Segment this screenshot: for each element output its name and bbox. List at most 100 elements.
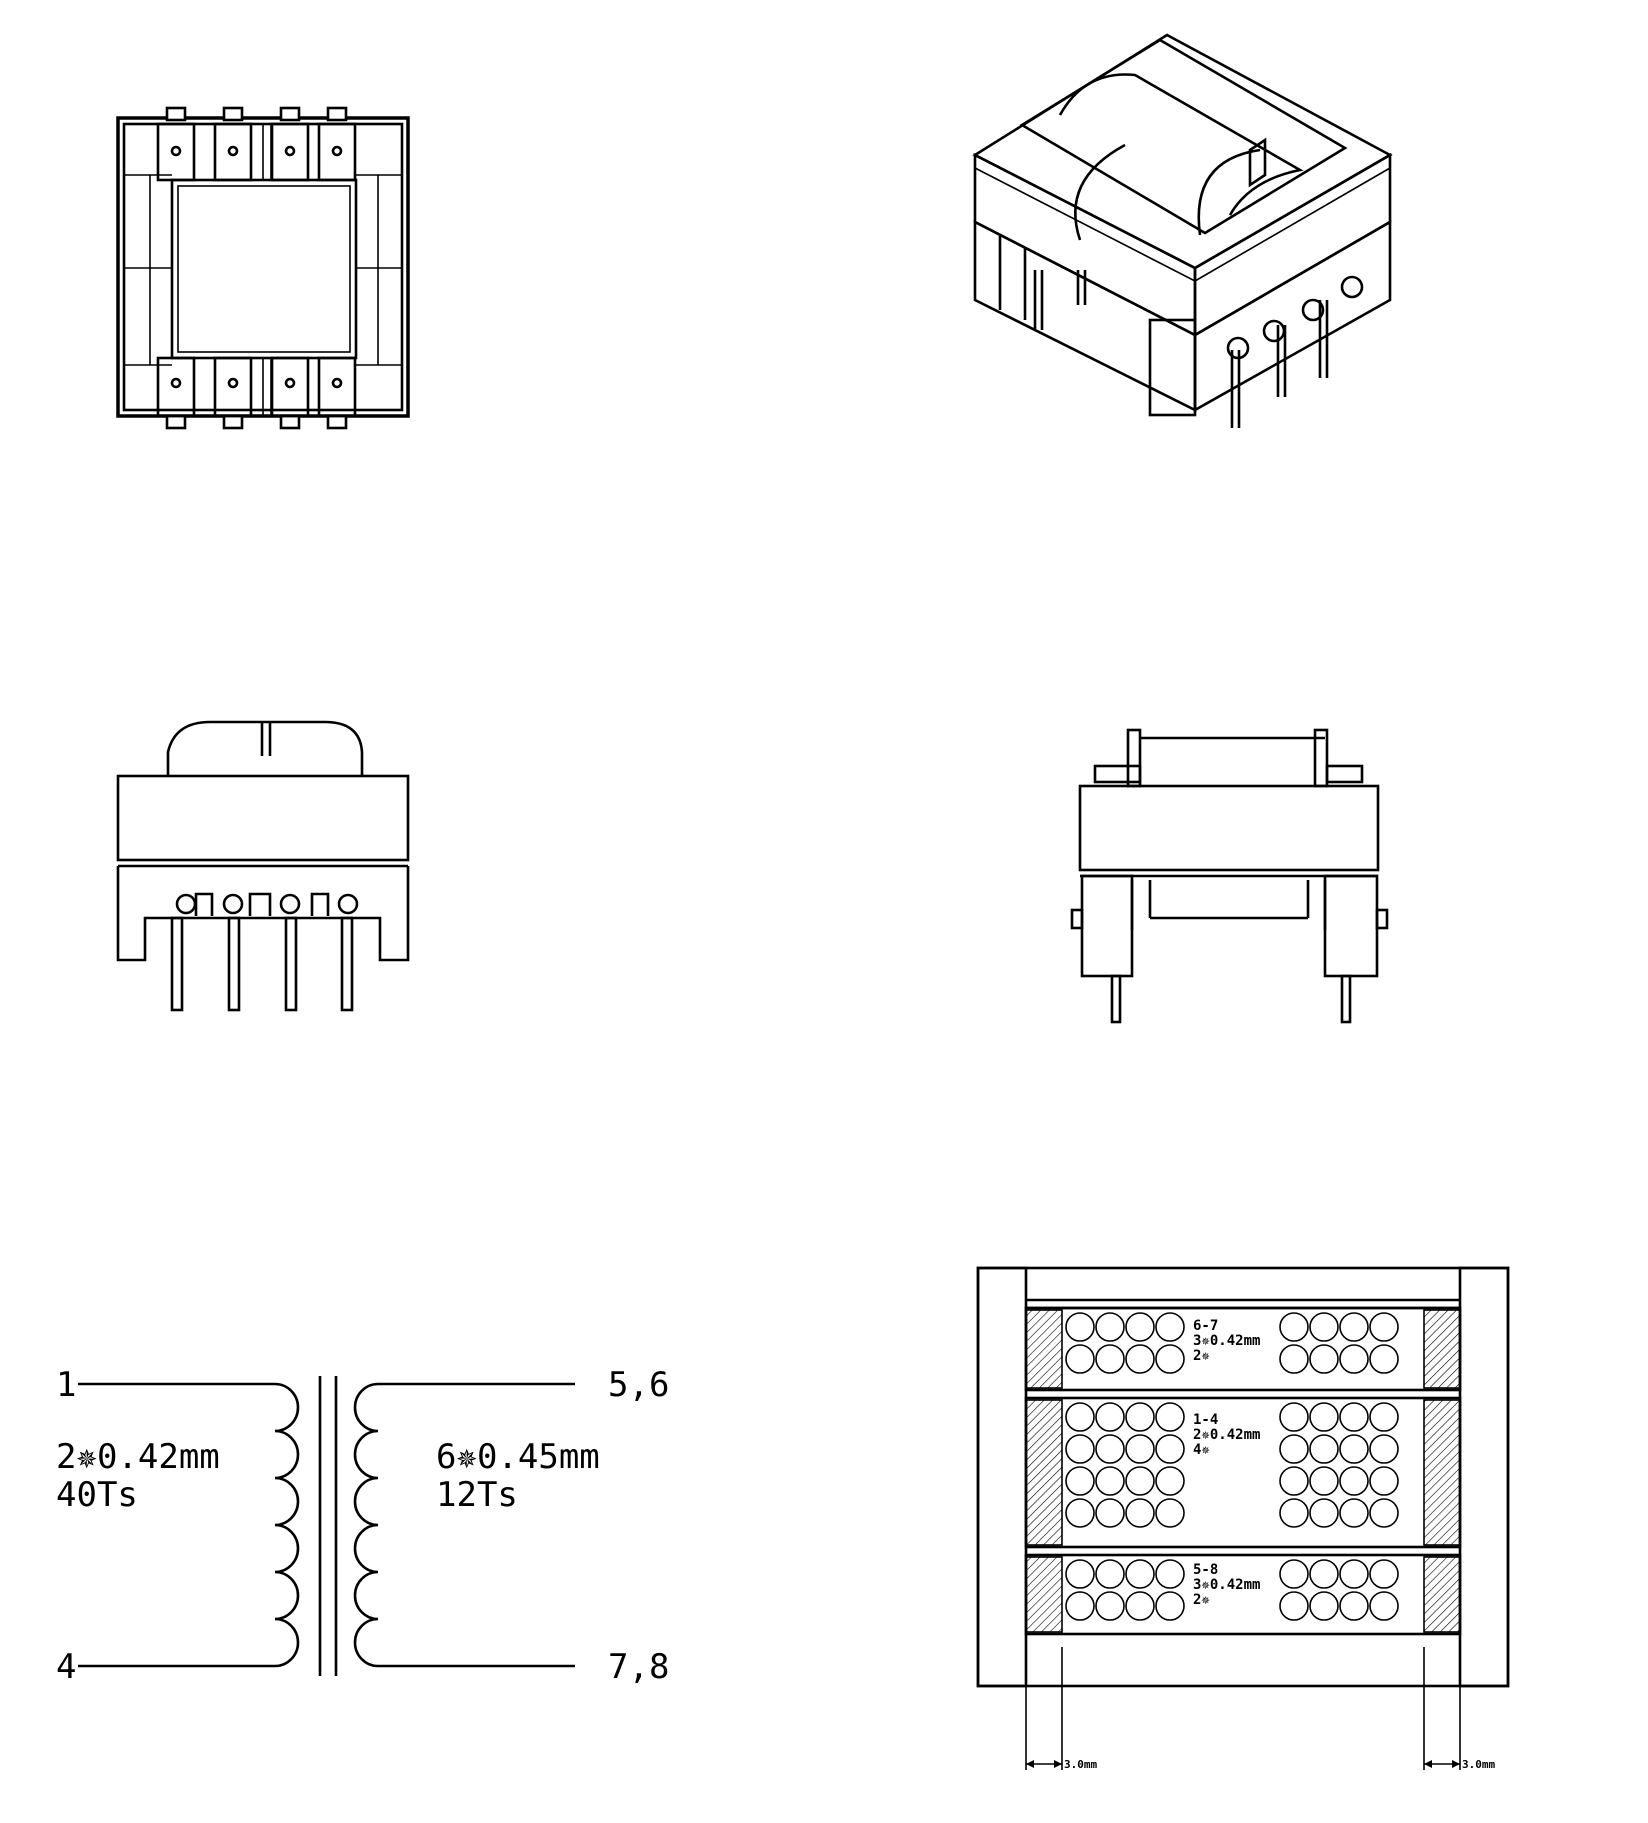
side-elevation	[1070, 728, 1389, 1024]
bottom-pin-tabs	[156, 356, 357, 430]
wire-turn	[1369, 1402, 1399, 1432]
secondary-coil	[353, 1382, 379, 1668]
wire-turn	[1155, 1466, 1185, 1496]
wire-turn	[1125, 1466, 1155, 1496]
wire-turn	[1309, 1434, 1339, 1464]
margin-tape	[1423, 1309, 1461, 1389]
wire-turn	[1125, 1402, 1155, 1432]
wire-turn	[1125, 1498, 1155, 1528]
margin-tape	[1025, 1399, 1063, 1546]
secondary-turns: 12Ts	[436, 1475, 518, 1515]
wire-turn	[1369, 1466, 1399, 1496]
wire-turn	[1279, 1402, 1309, 1432]
wire-turn	[1339, 1591, 1369, 1621]
wire-turn	[1279, 1312, 1309, 1342]
wire-turn	[1065, 1402, 1095, 1432]
secondary-end-label: 7,8	[608, 1647, 669, 1687]
primary-turns: 40Ts	[56, 1475, 138, 1515]
isometric-view	[972, 33, 1393, 428]
primary-start-label: 1	[56, 1365, 76, 1405]
wire-turn	[1095, 1312, 1125, 1342]
wire-turn	[1155, 1591, 1185, 1621]
layer-turns-label: 4✵	[1193, 1442, 1210, 1458]
wire-turn	[1309, 1402, 1339, 1432]
layer-wire-label: 3✵0.42mm	[1193, 1333, 1260, 1349]
wire-turn	[1339, 1466, 1369, 1496]
wire-turn	[1309, 1591, 1339, 1621]
wire-turn	[1369, 1559, 1399, 1589]
winding-cross-section: 6-73✵0.42mm2✵1-42✵0.42mm4✵5-83✵0.42mm2✵ …	[976, 1266, 1510, 1771]
wire-turn	[1369, 1591, 1399, 1621]
wire-turn	[1279, 1344, 1309, 1374]
margin-dimensions: 3.0mm 3.0mm	[1025, 1647, 1495, 1771]
margin-tape	[1423, 1399, 1461, 1546]
wire-turn	[1095, 1591, 1125, 1621]
wire-turn	[1095, 1466, 1125, 1496]
wire-turn	[1095, 1498, 1125, 1528]
wire-turn	[1065, 1559, 1095, 1589]
wire-turn	[1279, 1434, 1309, 1464]
wire-turn	[1125, 1434, 1155, 1464]
margin-right-label: 3.0mm	[1462, 1758, 1495, 1771]
wire-turn	[1065, 1591, 1095, 1621]
wire-turn	[1155, 1559, 1185, 1589]
front-elevation	[116, 720, 410, 1012]
wire-turn	[1279, 1591, 1309, 1621]
top-view	[116, 106, 410, 430]
wire-turn	[1125, 1559, 1155, 1589]
wire-turn	[1095, 1344, 1125, 1374]
secondary-start-label: 5,6	[608, 1365, 669, 1405]
wire-turn	[1155, 1402, 1185, 1432]
wire-turn	[1095, 1402, 1125, 1432]
wire-turn	[1155, 1434, 1185, 1464]
wire-turn	[1125, 1344, 1155, 1374]
wire-turn	[1339, 1559, 1369, 1589]
layer-wire-label: 2✵0.42mm	[1193, 1427, 1260, 1443]
primary-wire-spec: 2✵0.42mm	[56, 1437, 220, 1477]
wire-turn	[1065, 1498, 1095, 1528]
wire-turn	[1279, 1498, 1309, 1528]
layer-turns-label: 2✵	[1193, 1348, 1210, 1364]
wire-turn	[1309, 1559, 1339, 1589]
primary-coil	[274, 1382, 300, 1668]
wire-turn	[1125, 1312, 1155, 1342]
secondary-wire-spec: 6✵0.45mm	[436, 1437, 600, 1477]
margin-tape	[1025, 1309, 1063, 1389]
wire-turn	[1279, 1466, 1309, 1496]
primary-end-label: 4	[56, 1647, 76, 1687]
wire-turn	[1065, 1466, 1095, 1496]
wire-turn	[1155, 1344, 1185, 1374]
wire-turn	[1309, 1498, 1339, 1528]
wire-turn	[1369, 1312, 1399, 1342]
margin-tape	[1423, 1556, 1461, 1633]
wire-turn	[1065, 1312, 1095, 1342]
top-pin-tabs	[156, 106, 357, 182]
wire-turn	[1309, 1466, 1339, 1496]
layer-turns-label: 2✵	[1193, 1592, 1210, 1608]
wire-turn	[1309, 1312, 1339, 1342]
wire-turn	[1339, 1312, 1369, 1342]
wire-turn	[1309, 1344, 1339, 1374]
margin-left-label: 3.0mm	[1064, 1758, 1097, 1771]
wire-turn	[1279, 1559, 1309, 1589]
margin-tape	[1025, 1556, 1063, 1633]
wire-turn	[1339, 1402, 1369, 1432]
wire-turn	[1095, 1434, 1125, 1464]
wire-turn	[1369, 1344, 1399, 1374]
flange-right	[1458, 1266, 1510, 1688]
wire-turn	[1339, 1498, 1369, 1528]
wire-turn	[1095, 1559, 1125, 1589]
wire-turn	[1065, 1434, 1095, 1464]
flange-left	[976, 1266, 1028, 1688]
wire-turn	[1369, 1498, 1399, 1528]
wire-turn	[1339, 1344, 1369, 1374]
wire-turn	[1369, 1434, 1399, 1464]
layer-pins-label: 6-7	[1193, 1318, 1218, 1334]
layer-pins-label: 1-4	[1193, 1412, 1218, 1428]
layer-wire-label: 3✵0.42mm	[1193, 1577, 1260, 1593]
wire-turn	[1065, 1344, 1095, 1374]
